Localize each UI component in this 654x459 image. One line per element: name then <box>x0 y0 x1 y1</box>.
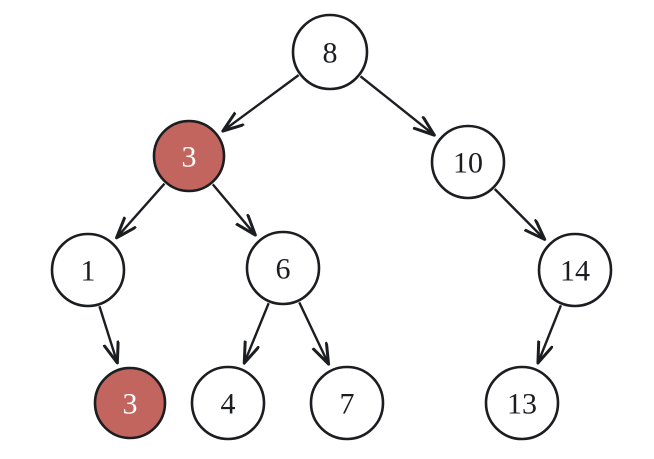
tree-node[interactable]: 14 <box>537 232 613 308</box>
node-circle[interactable] <box>50 232 126 308</box>
node-circle[interactable] <box>190 365 266 441</box>
tree-node[interactable]: 13 <box>484 365 560 441</box>
node-circle[interactable] <box>430 124 506 200</box>
tree-edge <box>298 301 328 363</box>
tree-node[interactable]: 3 <box>152 119 226 193</box>
tree-edge <box>359 75 433 134</box>
tree-node[interactable]: 1 <box>50 232 126 308</box>
tree-node[interactable]: 10 <box>430 124 506 200</box>
tree-edge <box>211 183 255 234</box>
node-circle-highlighted[interactable] <box>152 119 226 193</box>
tree-edge <box>224 74 300 130</box>
tree-edge <box>493 188 544 239</box>
tree-node[interactable]: 6 <box>245 230 321 306</box>
node-circle[interactable] <box>291 13 369 91</box>
node-circle[interactable] <box>309 365 385 441</box>
tree-node[interactable]: 3 <box>93 366 167 440</box>
tree-node[interactable]: 8 <box>291 13 369 91</box>
tree-edge <box>98 305 117 362</box>
tree-node[interactable]: 7 <box>309 365 385 441</box>
node-circle[interactable] <box>484 365 560 441</box>
tree-edge <box>245 302 270 362</box>
node-circle[interactable] <box>245 230 321 306</box>
edges-layer <box>98 74 563 363</box>
tree-node[interactable]: 4 <box>190 365 266 441</box>
tree-edge <box>117 182 166 237</box>
node-circle[interactable] <box>537 232 613 308</box>
tree-edge <box>538 304 563 362</box>
node-circle-highlighted[interactable] <box>93 366 167 440</box>
